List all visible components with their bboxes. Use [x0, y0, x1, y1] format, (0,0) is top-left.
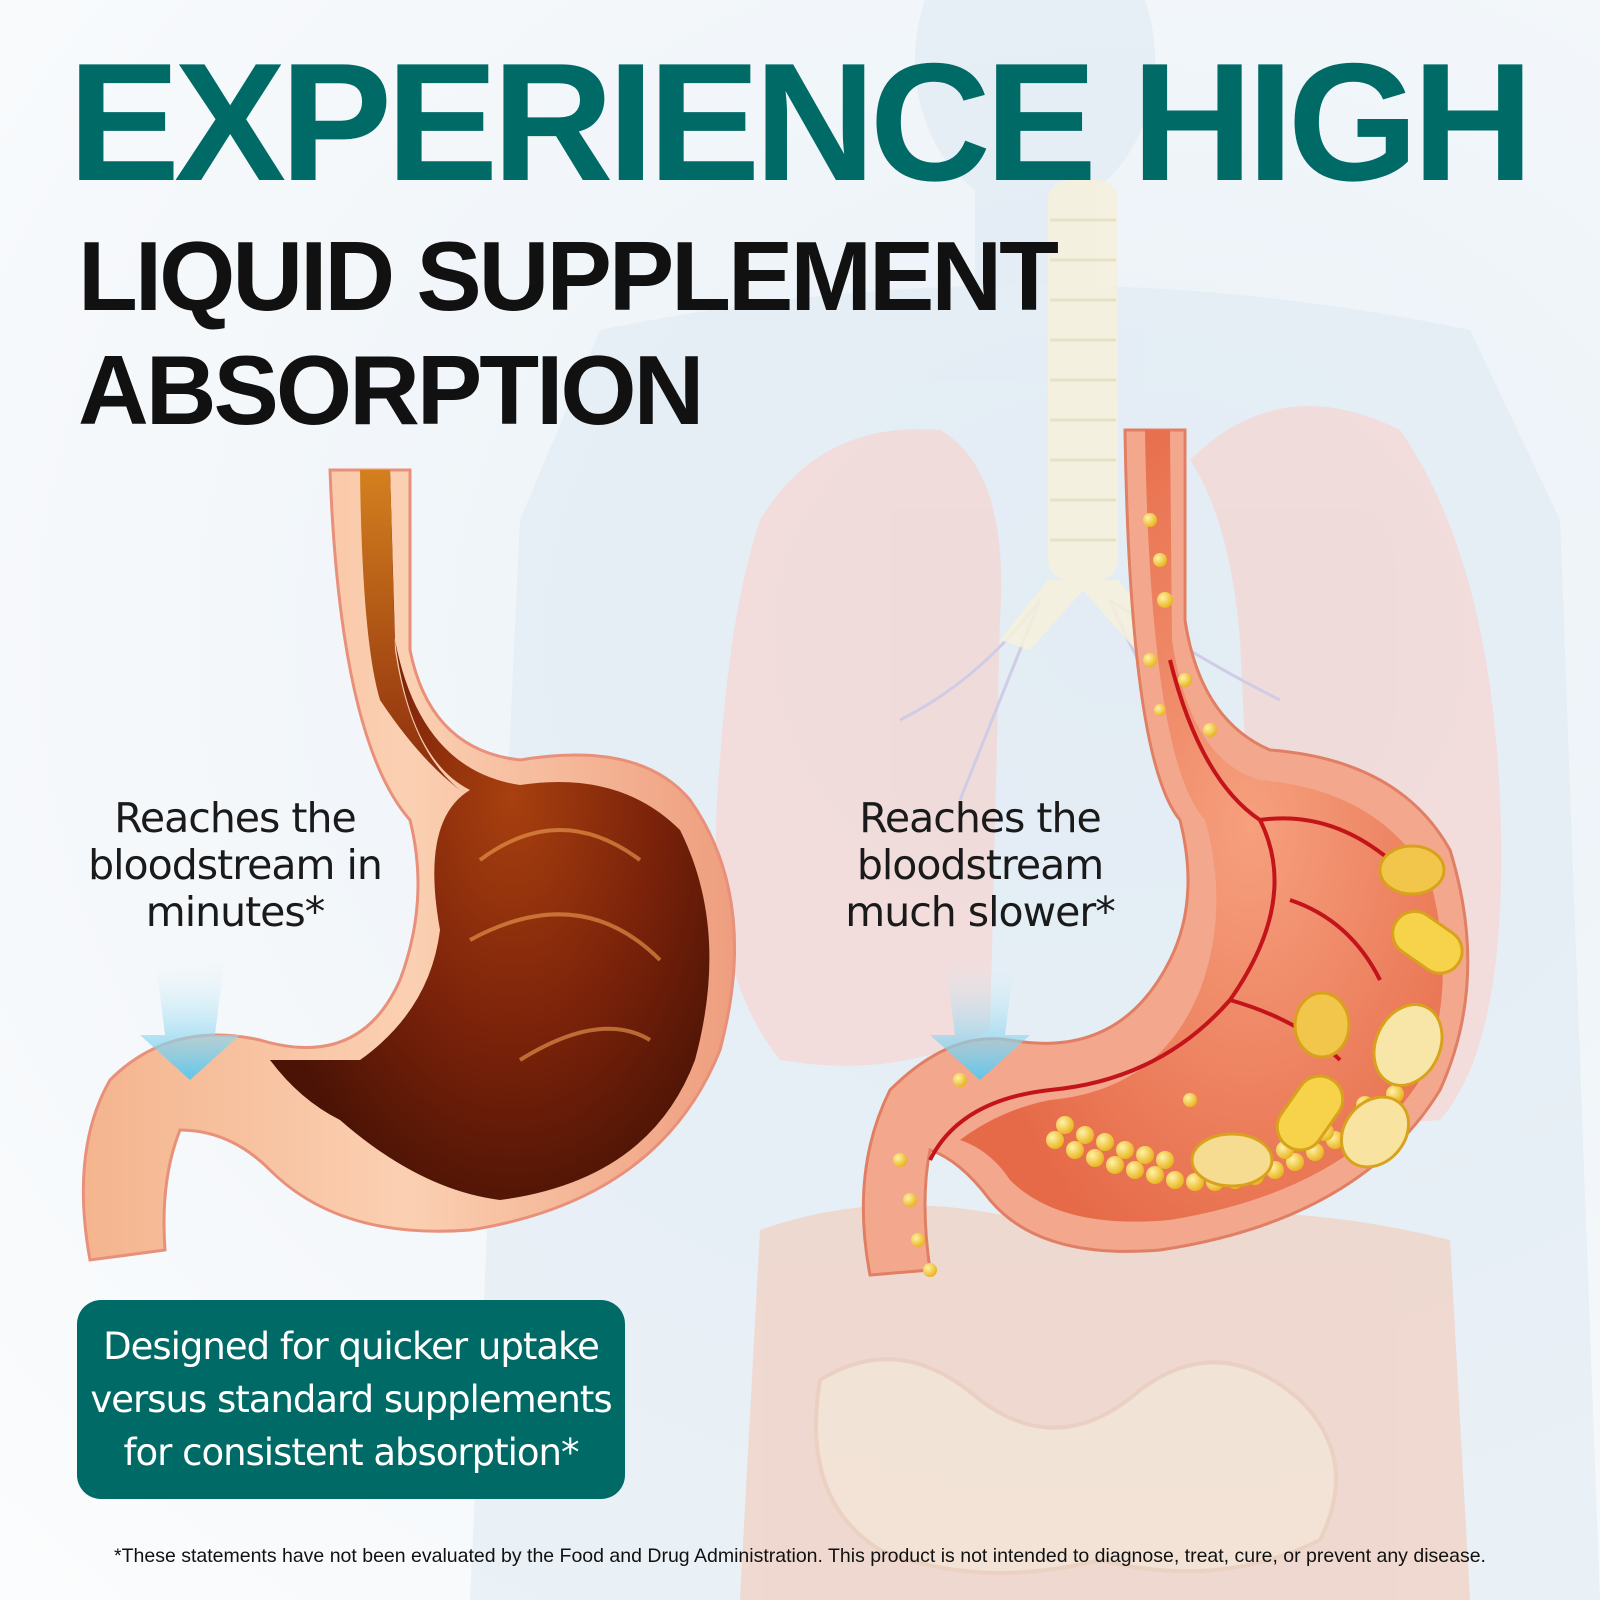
right-caption: Reaches the bloodstream much slower* — [820, 795, 1140, 936]
right-caption-line: bloodstream — [856, 841, 1104, 889]
right-stomach — [861, 428, 1470, 1277]
left-stomach — [81, 468, 737, 1262]
left-caption-line: bloodstream in — [88, 841, 383, 889]
down-arrow-icon — [140, 955, 240, 1080]
left-caption-line: minutes* — [145, 888, 325, 936]
supplement-pills — [1190, 844, 1464, 1188]
left-caption-line: Reaches the — [114, 794, 356, 842]
headline-line-1: EXPERIENCE HIGH — [68, 28, 1534, 216]
down-arrow-icon — [930, 955, 1030, 1080]
left-caption: Reaches the bloodstream in minutes* — [70, 795, 400, 936]
right-caption-line: much slower* — [845, 888, 1115, 936]
intestines — [740, 1205, 1470, 1600]
headline-line-2: LIQUID SUPPLEMENT — [78, 221, 1059, 331]
headline-subtitle: LIQUID SUPPLEMENT ABSORPTION — [78, 220, 1059, 447]
callout-box: Designed for quicker uptake versus stand… — [77, 1300, 625, 1499]
callout-line: versus standard supplements — [90, 1378, 612, 1421]
callout-line: Designed for quicker uptake — [103, 1325, 600, 1368]
trachea — [1000, 180, 1166, 650]
right-caption-line: Reaches the — [859, 794, 1101, 842]
headline-line-3: ABSORPTION — [78, 334, 704, 445]
fda-disclaimer: *These statements have not been evaluate… — [114, 1545, 1486, 1567]
callout-line: for consistent absorption* — [123, 1431, 579, 1474]
